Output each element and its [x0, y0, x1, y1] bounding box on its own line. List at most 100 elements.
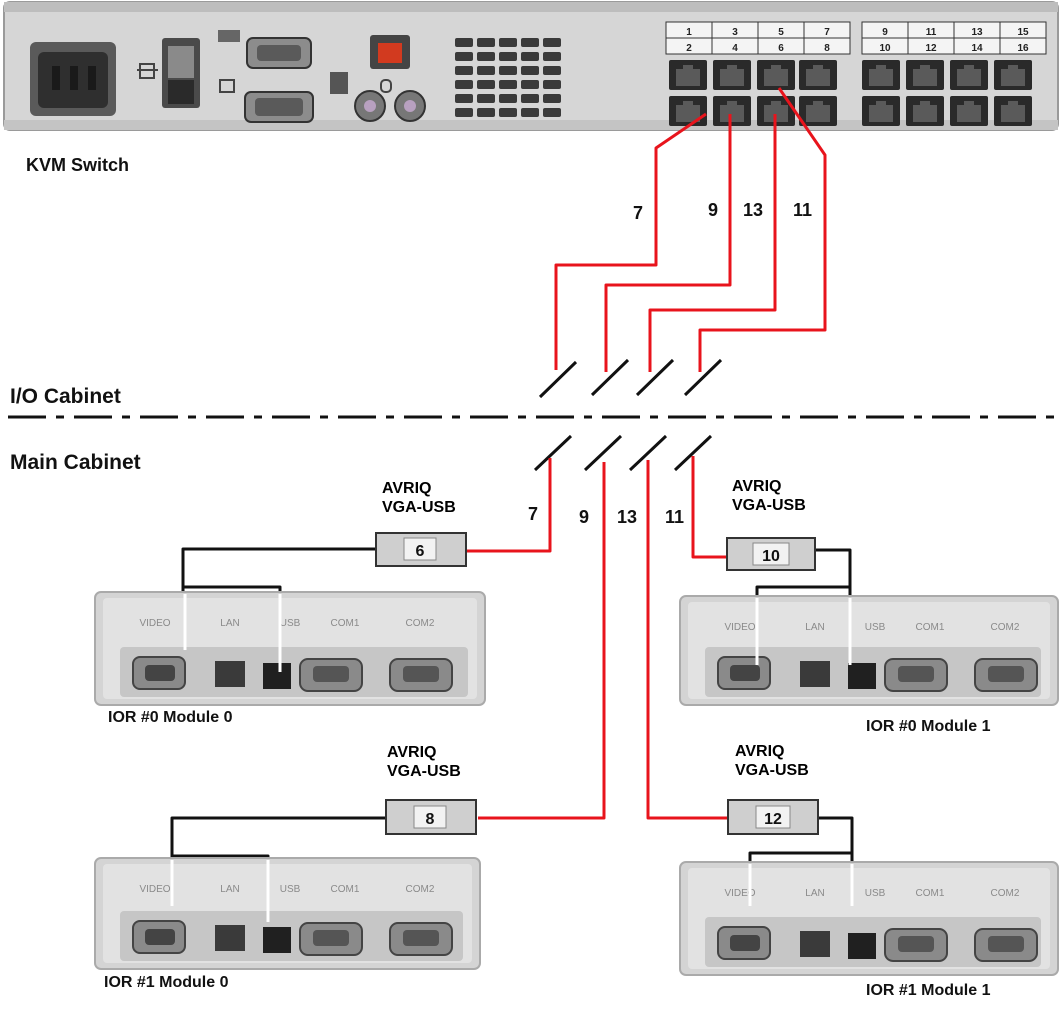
module-port-label: LAN: [220, 884, 239, 895]
rj45-port-icon: [713, 96, 751, 126]
module-port-label: COM2: [991, 888, 1020, 899]
module-port-label: VIDEO: [724, 622, 755, 633]
port-number-bottom: 8: [824, 43, 830, 54]
rj45-port-icon: [713, 60, 751, 90]
cable-upper-7: [556, 114, 706, 370]
module-port-label: COM1: [916, 888, 945, 899]
power-inlet-icon: [30, 42, 116, 116]
module-label-ior0-m0: IOR #0 Module 0: [108, 710, 232, 726]
module-label-ior1-m0: IOR #1 Module 0: [104, 975, 228, 991]
rj45-port-icon: [757, 60, 795, 90]
adapter-line2: VGA-USB: [382, 498, 456, 517]
io-label-icon: [218, 30, 240, 42]
port-number-top: 9: [882, 27, 888, 38]
module-port-label: USB: [865, 888, 886, 899]
adapter-10-label: AVRIQ VGA-USB: [732, 477, 806, 515]
cable-label-lower-11: 11: [665, 508, 684, 526]
port-number-bottom: 12: [925, 43, 937, 54]
adapter-8-label: AVRIQ VGA-USB: [387, 743, 461, 781]
network-port-icon: [370, 35, 410, 69]
module-port-label: COM1: [331, 884, 360, 895]
adapter-line1: AVRIQ: [387, 743, 461, 762]
usb-port-icon: [263, 927, 291, 953]
usb-port-icon: [263, 663, 291, 689]
lan-port-icon: [800, 661, 830, 687]
adapter-6-label: AVRIQ VGA-USB: [382, 479, 456, 517]
vga-port-icon: [245, 92, 313, 122]
serial-port-icon: [247, 38, 311, 68]
adapter-line2: VGA-USB: [732, 496, 806, 515]
rj45-port-icon: [906, 96, 944, 126]
module-port-label: COM1: [916, 622, 945, 633]
rj45-port-icon: [799, 96, 837, 126]
adapter-12-label: AVRIQ VGA-USB: [735, 742, 809, 780]
lan-port-icon: [800, 931, 830, 957]
module-port-label: COM2: [406, 884, 435, 895]
cable-label-lower-13: 13: [617, 508, 637, 526]
port-number-top: 3: [732, 27, 738, 38]
rj45-port-icon: [799, 60, 837, 90]
module-port-label: LAN: [805, 622, 824, 633]
cable-label-upper-9: 9: [708, 201, 718, 219]
module-label-ior1-m1: IOR #1 Module 1: [866, 983, 990, 999]
module-label-ior0-m1: IOR #0 Module 1: [866, 719, 990, 735]
module-port-label: USB: [280, 884, 301, 895]
kvm-switch-label: KVM Switch: [26, 156, 129, 174]
rj45-port-icon: [994, 60, 1032, 90]
port-number-top: 15: [1017, 27, 1029, 38]
lan-port-icon: [215, 925, 245, 951]
cable-label-upper-7: 7: [633, 204, 643, 222]
module-port-label: COM2: [991, 622, 1020, 633]
adapter-number: 10: [762, 548, 780, 565]
usb-port-icon: [848, 933, 876, 959]
cable-label-upper-11: 11: [793, 201, 812, 219]
module-port-label: USB: [280, 618, 301, 629]
io-module-1: VIDEO LAN USB COM1 COM2: [680, 596, 1058, 705]
rj45-port-icon: [862, 60, 900, 90]
rj45-port-icon: [669, 96, 707, 126]
adapter-box-12: 12: [728, 800, 818, 834]
adapter-number: 12: [764, 811, 782, 828]
usb-port-icon: [848, 663, 876, 689]
rj45-port-icon: [994, 96, 1032, 126]
adapter-box-10: 10: [727, 538, 815, 570]
rj45-port-icon: [862, 96, 900, 126]
rj45-port-icon: [906, 60, 944, 90]
rj45-port-icon: [950, 96, 988, 126]
adapter-line1: AVRIQ: [735, 742, 809, 761]
port-number-bottom: 10: [879, 43, 891, 54]
module-port-label: USB: [865, 622, 886, 633]
port-number-bottom: 4: [732, 43, 738, 54]
module-port-label: COM2: [406, 618, 435, 629]
adapter-line1: AVRIQ: [382, 479, 456, 498]
rj45-port-icon: [669, 60, 707, 90]
cable-upper-9: [606, 114, 730, 372]
adapter-line2: VGA-USB: [387, 762, 461, 781]
module-port-label: LAN: [220, 618, 239, 629]
module-port-label: COM1: [331, 618, 360, 629]
port-number-top: 13: [971, 27, 983, 38]
cable-label-lower-7: 7: [528, 505, 538, 523]
port-number-top: 11: [926, 27, 937, 38]
adapter-line1: AVRIQ: [732, 477, 806, 496]
port-number-bottom: 16: [1017, 43, 1029, 54]
rj45-port-icon: [950, 60, 988, 90]
cable-break-marks: [535, 360, 721, 470]
port-number-top: 5: [778, 27, 784, 38]
module-port-label: LAN: [805, 888, 824, 899]
adapter-box-6: 6: [376, 533, 466, 566]
cable-label-upper-13: 13: [743, 201, 763, 219]
port-number-bottom: 2: [686, 43, 692, 54]
main-cabinet-label: Main Cabinet: [10, 452, 141, 473]
adapter-number: 6: [416, 543, 425, 560]
port-number-top: 7: [824, 27, 830, 38]
cable-label-lower-9: 9: [579, 508, 589, 526]
adapter-box-8: 8: [386, 800, 476, 834]
